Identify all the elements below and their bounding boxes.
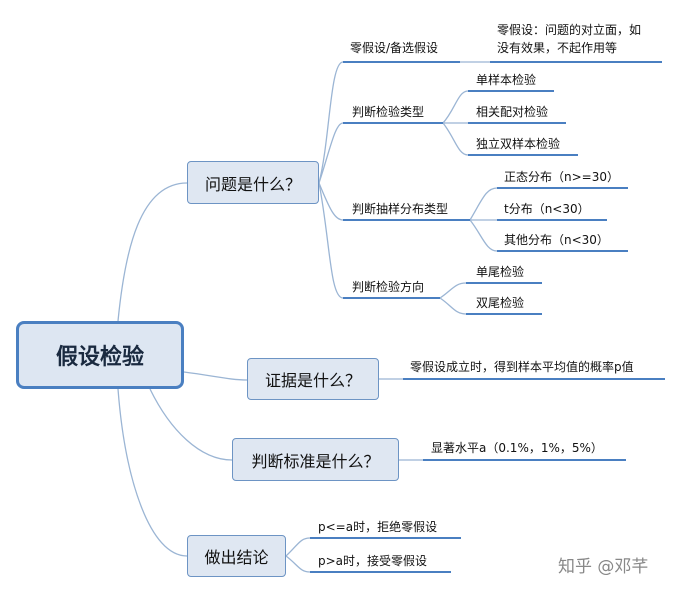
branch-question[interactable]: 问题是什么？ [187, 161, 319, 204]
direction-item[interactable]: 双尾检验 [476, 296, 525, 310]
root-topic-hypothesis-testing[interactable]: 假设检验 [16, 321, 184, 389]
underline [468, 154, 578, 156]
distribution-item[interactable]: 其他分布（n<30） [504, 233, 609, 247]
branch-criterion[interactable]: 判断标准是什么？ [232, 438, 399, 481]
evidence-item[interactable]: 零假设成立时，得到样本平均值的概率p值 [410, 360, 634, 374]
test-type-item[interactable]: 独立双样本检验 [476, 137, 561, 151]
underline [497, 219, 607, 221]
topic-test-type[interactable]: 判断检验类型 [352, 105, 425, 119]
underline [466, 282, 542, 284]
underline [468, 122, 566, 124]
underline [310, 537, 461, 539]
distribution-item[interactable]: t分布（n<30） [504, 202, 590, 216]
topic-direction[interactable]: 判断检验方向 [352, 280, 425, 294]
underline [497, 250, 628, 252]
hypothesis-note-line2[interactable]: 没有效果，不起作用等 [497, 41, 618, 55]
topic-hypothesis[interactable]: 零假设/备选假设 [350, 41, 439, 55]
watermark: 知乎 @邓芊 [558, 557, 649, 577]
underline [490, 61, 662, 63]
test-type-item[interactable]: 相关配对检验 [476, 105, 549, 119]
underline [343, 122, 443, 124]
conclusion-item[interactable]: p<=a时，拒绝零假设 [318, 520, 438, 534]
underline [497, 187, 628, 189]
topic-distribution[interactable]: 判断抽样分布类型 [352, 202, 449, 216]
underline [343, 297, 440, 299]
criterion-item[interactable]: 显著水平a（0.1%，1%，5%） [431, 441, 603, 455]
branch-conclusion[interactable]: 做出结论 [187, 535, 286, 577]
conclusion-item[interactable]: p>a时，接受零假设 [318, 554, 428, 568]
underline [403, 378, 665, 380]
branch-evidence[interactable]: 证据是什么？ [247, 358, 379, 400]
underline [343, 219, 470, 221]
direction-item[interactable]: 单尾检验 [476, 265, 525, 279]
test-type-item[interactable]: 单样本检验 [476, 73, 537, 87]
underline [310, 571, 451, 573]
underline [343, 61, 460, 63]
underline [468, 90, 554, 92]
distribution-item[interactable]: 正态分布（n>=30） [504, 170, 619, 184]
underline [466, 313, 542, 315]
hypothesis-note-line1[interactable]: 零假设：问题的对立面，如 [497, 23, 642, 37]
underline [423, 459, 626, 461]
